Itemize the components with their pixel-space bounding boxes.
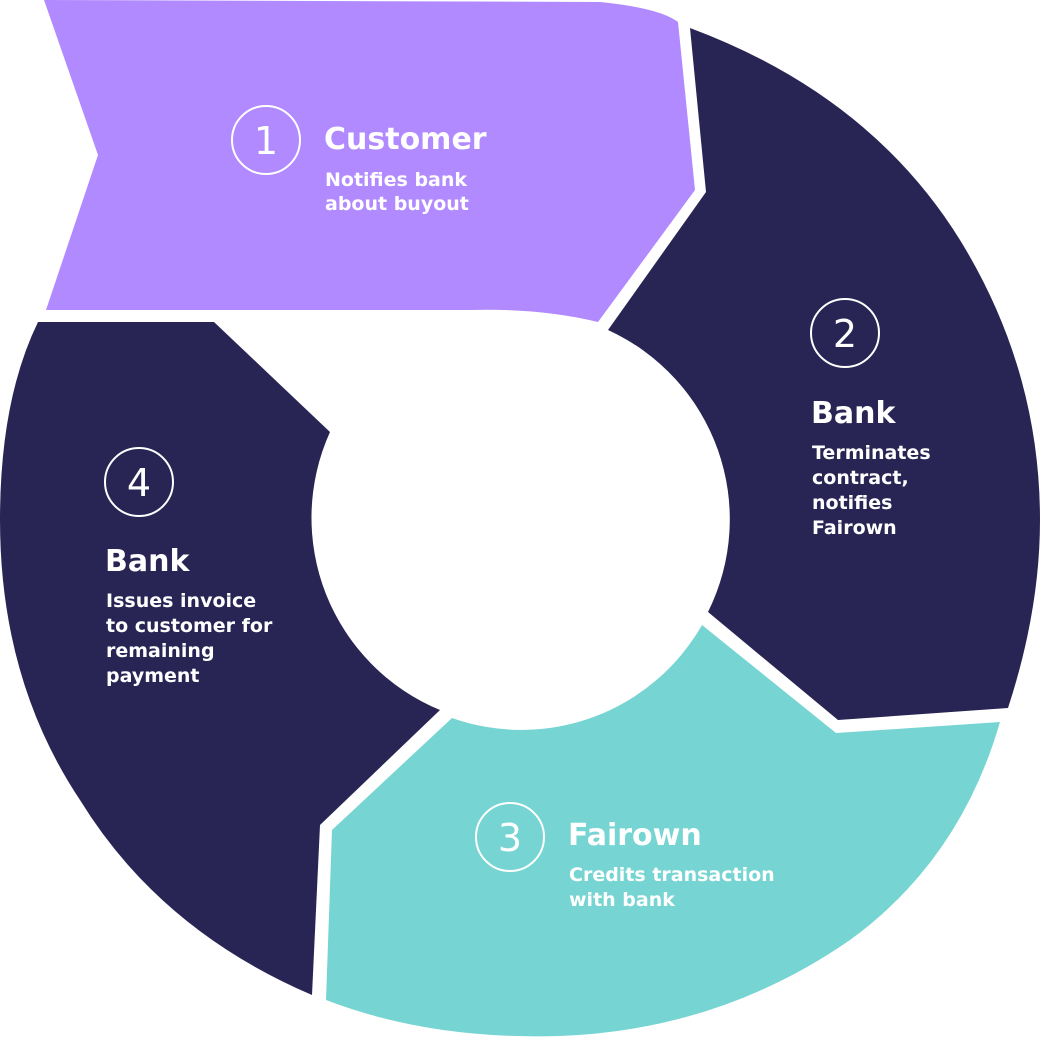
step-4-desc-line-3: remaining bbox=[106, 640, 215, 662]
step-2-title: Bank bbox=[811, 396, 896, 431]
step-3-number-circle bbox=[475, 802, 545, 872]
segment-bank-right bbox=[608, 28, 1040, 720]
step-4-title: Bank bbox=[105, 544, 190, 579]
step-4-desc-line-1: Issues invoice bbox=[106, 590, 256, 612]
step-3-desc-line-1: Credits transaction bbox=[569, 864, 775, 886]
step-2-desc-line-3: notifies bbox=[812, 492, 892, 514]
step-3-desc-line-2: with bank bbox=[569, 889, 675, 911]
step-3-number: 3 bbox=[498, 816, 522, 860]
step-2-number-circle bbox=[810, 298, 880, 368]
segment-customer bbox=[44, 0, 695, 322]
step-2-desc-line-1: Terminates bbox=[812, 442, 931, 464]
step-4-number: 4 bbox=[127, 461, 151, 505]
step-4-desc-line-2: to customer for bbox=[106, 615, 273, 637]
step-1-number: 1 bbox=[254, 119, 278, 163]
step-3-title: Fairown bbox=[568, 818, 702, 853]
step-4-number-circle bbox=[104, 447, 174, 517]
step-1-number-circle bbox=[231, 105, 301, 175]
step-2-desc-line-4: Fairown bbox=[812, 517, 897, 539]
step-1-title: Customer bbox=[324, 122, 487, 157]
step-3: 3 Fairown Credits transaction with bank bbox=[475, 802, 775, 911]
step-2-desc-line-2: contract, bbox=[812, 467, 909, 489]
step-1-desc-line-2: about buyout bbox=[325, 193, 469, 215]
step-2-number: 2 bbox=[833, 312, 857, 356]
step-4-desc-line-4: payment bbox=[106, 665, 200, 687]
segment-bank-left bbox=[0, 322, 440, 995]
step-4: 4 Bank Issues invoice to customer for re… bbox=[104, 447, 273, 687]
step-2: 2 Bank Terminates contract, notifies Fai… bbox=[810, 298, 931, 539]
step-1: 1 Customer Notifies bank about buyout bbox=[231, 105, 487, 215]
segment-fairown bbox=[326, 625, 1000, 1037]
step-1-desc-line-1: Notifies bank bbox=[325, 169, 467, 191]
